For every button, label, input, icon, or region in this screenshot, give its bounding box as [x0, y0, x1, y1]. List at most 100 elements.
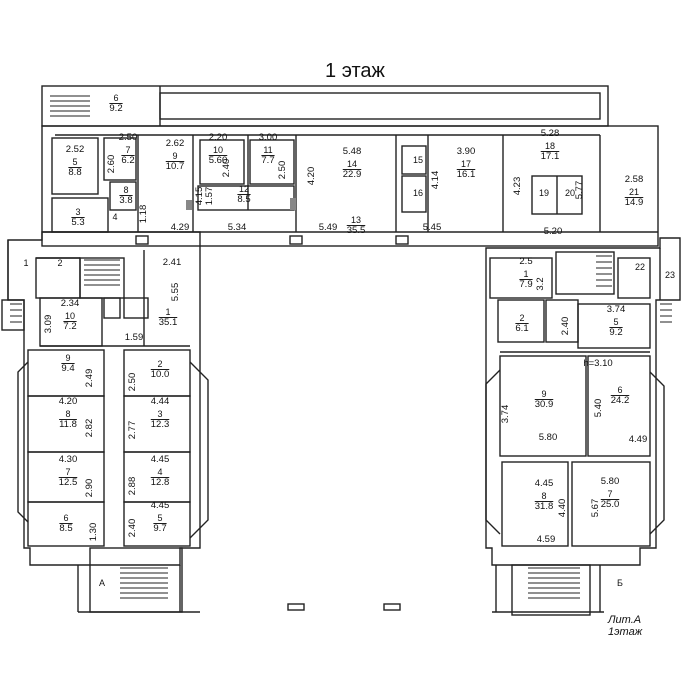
room-number: 1 — [23, 258, 28, 268]
dimension-label: 2.49 — [84, 369, 95, 388]
plan-title: 1 этаж — [325, 60, 385, 82]
room-number: 2 — [57, 258, 62, 268]
room-area: 16.1 — [457, 169, 476, 180]
room-number: 15 — [413, 155, 423, 165]
dimension-label: 1.18 — [138, 205, 149, 224]
room-number: 21 — [629, 187, 639, 197]
room-area: 6.1 — [515, 323, 528, 334]
room-dimension: 2.52 — [66, 144, 85, 155]
room-area: 17.1 — [541, 151, 560, 162]
room-area: 10.7 — [166, 161, 185, 172]
room-r19: 19 — [539, 188, 549, 198]
room-number: 6 — [63, 513, 68, 523]
dimension-label: 4.40 — [557, 499, 568, 518]
dimension-label: 2.40 — [221, 159, 232, 178]
room-r20: 20 — [565, 188, 575, 198]
dimension-label: 5.77 — [574, 181, 585, 200]
room-number: 2 — [157, 359, 162, 369]
room-number: 9 — [172, 151, 177, 161]
room-dimension: 2.62 — [166, 138, 185, 149]
room-number: 8 — [541, 491, 546, 501]
room-area: 12.8 — [151, 477, 170, 488]
dimension-label: 4.29 — [171, 222, 190, 233]
dimension-label: 3.2 — [535, 277, 546, 290]
room-number: 1 — [523, 269, 528, 279]
room-area: 31.8 — [535, 501, 554, 512]
dimension-label: 5.34 — [228, 222, 247, 233]
room-rR1: 2.517.9 — [519, 256, 532, 290]
dimension-label: 4.23 — [512, 177, 523, 196]
room-number: 8 — [65, 409, 70, 419]
room-number: 9 — [541, 389, 546, 399]
room-number: 14 — [347, 159, 357, 169]
dimension-label: 4.59 — [537, 534, 556, 545]
room-dimension: 2.34 — [61, 298, 80, 309]
room-number: 16 — [413, 188, 423, 198]
room-dimension: 4.45 — [151, 454, 170, 465]
room-rL6: 68.5 — [59, 513, 72, 534]
room-number: 9 — [65, 353, 70, 363]
room-area: 30.9 — [535, 399, 554, 410]
room-dimension: 2.20 — [209, 132, 228, 143]
room-area: 9.2 — [109, 103, 122, 114]
room-r12: 128.5 — [237, 184, 250, 205]
room-area: 8.5 — [237, 194, 250, 205]
room-rR23: 23 — [665, 270, 675, 280]
dimension-label: 5.49 — [319, 222, 338, 233]
dimension-label: 2.88 — [127, 477, 138, 496]
dimension-label: 2.40 — [560, 317, 571, 336]
room-number: 19 — [539, 188, 549, 198]
room-rR22: 22 — [635, 262, 645, 272]
room-rLc: 135.1 — [159, 307, 178, 328]
room-rR2: 26.1 — [515, 313, 528, 334]
dimension-label: 2.82 — [84, 419, 95, 438]
room-area: 5.3 — [71, 217, 84, 228]
dimension-label: h=3.10 — [583, 358, 612, 369]
room-dimension: 4.45 — [535, 478, 554, 489]
room-number: 10 — [213, 145, 223, 155]
dimension-label: 1.59 — [125, 332, 144, 343]
room-area: 7.7 — [261, 155, 274, 166]
room-area: 3.8 — [119, 195, 132, 206]
room-rR6: 624.2 — [611, 385, 630, 406]
room-dimension: 4.45 — [151, 500, 170, 511]
room-number: 22 — [635, 262, 645, 272]
dimension-label: 5.20 — [544, 226, 563, 237]
walls — [1, 85, 681, 616]
room-r15: 15 — [413, 155, 423, 165]
room-number: 10 — [65, 311, 75, 321]
dimension-label: 2.77 — [127, 421, 138, 440]
room-number: 7 — [125, 145, 130, 155]
room-r16: 16 — [413, 188, 423, 198]
room-area: 9.2 — [609, 327, 622, 338]
room-dimension: 3.74 — [607, 304, 626, 315]
room-area: 9.4 — [61, 363, 74, 374]
dimension-label: 4.20 — [306, 167, 317, 186]
dimension-label: 3.09 — [43, 315, 54, 334]
dimension-label: 5.45 — [423, 222, 442, 233]
room-number: 8 — [123, 185, 128, 195]
stairs — [10, 95, 672, 599]
floor-label: 1этаж — [608, 626, 643, 638]
room-area: 11.8 — [59, 419, 77, 430]
room-area: 7.2 — [63, 321, 76, 332]
room-number: 20 — [565, 188, 575, 198]
dimension-label: 2.40 — [127, 519, 138, 538]
dimension-label: 5.55 — [170, 283, 181, 302]
stair-letter-a: А — [99, 578, 105, 588]
room-number: 5 — [157, 513, 162, 523]
room-area: 25.0 — [601, 499, 620, 510]
room-dimension: 4.44 — [151, 396, 170, 407]
room-area: 22.9 — [343, 169, 362, 180]
dimension-label: 2.41 — [163, 257, 182, 268]
room-rR8: 4.45 831.8 — [535, 478, 554, 512]
dimension-label: 1.57 — [204, 187, 215, 206]
